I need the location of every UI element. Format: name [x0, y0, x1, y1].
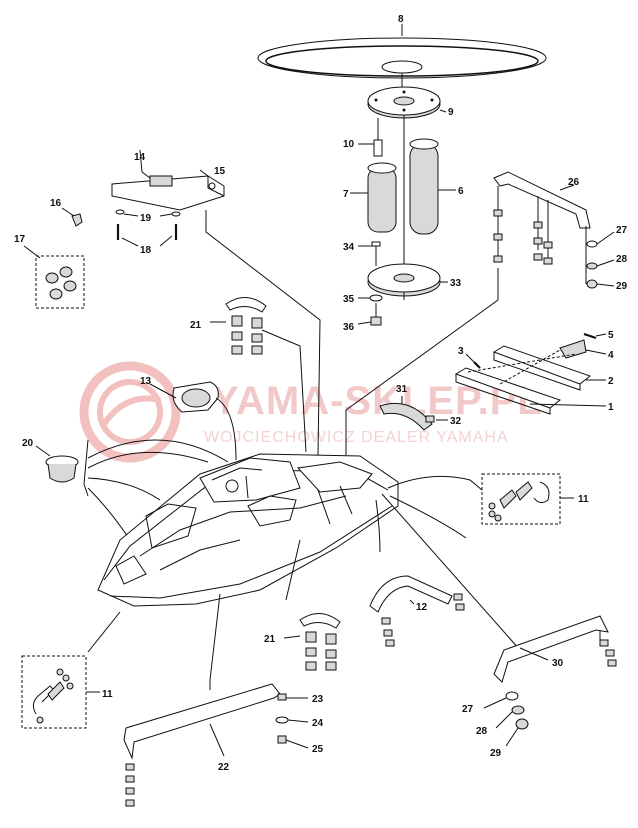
- part-12-grab-handle: [369, 575, 465, 647]
- callout-24: 24: [312, 718, 324, 729]
- callout-20: 20: [22, 438, 34, 449]
- callout-10: 10: [343, 139, 355, 150]
- part-3-screw: [465, 353, 481, 369]
- part-21-cleat-upper: [210, 297, 267, 355]
- callout-28-lower: 28: [476, 726, 488, 737]
- rail-fasteners-23-25: [275, 693, 309, 749]
- callout-21-upper: 21: [190, 320, 202, 331]
- callout-35: 35: [343, 294, 355, 305]
- callout-25: 25: [312, 744, 324, 755]
- part-1-channel: [454, 367, 607, 415]
- callout-11-left: 11: [102, 689, 113, 700]
- part-34-bolt: [358, 241, 381, 266]
- callout-36: 36: [343, 322, 355, 333]
- callout-8: 8: [398, 14, 404, 25]
- lower-rail-hardware: [483, 691, 529, 747]
- callout-labels: 8 9 10 7 6 34 33 35 36 14 15 16 19 18 17…: [14, 14, 628, 773]
- part-32-fastener: [425, 415, 448, 423]
- callout-9: 9: [448, 107, 454, 118]
- callout-13: 13: [140, 376, 152, 387]
- callout-7: 7: [343, 189, 349, 200]
- watermark-subtitle: WOJCIECHOWICZ DEALER YAMAHA: [204, 429, 509, 446]
- part-10-pin: [358, 118, 383, 157]
- part-21-cleat-lower: [283, 613, 341, 671]
- callout-23: 23: [312, 694, 324, 705]
- part-19-washers: [115, 209, 181, 217]
- callout-27: 27: [616, 225, 628, 236]
- part-4-bracket: [559, 339, 607, 359]
- callout-22: 22: [218, 762, 230, 773]
- part-14-bracket: [111, 149, 225, 211]
- boat-hull: [97, 453, 399, 607]
- callout-32: 32: [450, 416, 462, 427]
- part-6-cylinder: [409, 138, 456, 235]
- callout-18: 18: [140, 245, 152, 256]
- callout-5: 5: [608, 330, 614, 341]
- part-33-lower-mount: [367, 263, 448, 300]
- callout-31: 31: [396, 384, 408, 395]
- callout-19: 19: [140, 213, 152, 224]
- part-18-screws: [116, 224, 178, 247]
- part-5-screw: [583, 332, 607, 340]
- part-13-mirror: [149, 381, 237, 461]
- part-36-nut: [357, 303, 382, 326]
- part-17-plug-set: [23, 245, 85, 309]
- callout-30: 30: [552, 658, 564, 669]
- callout-1: 1: [608, 402, 614, 413]
- callout-34: 34: [343, 242, 355, 253]
- part-20-cup-holder: [35, 445, 79, 483]
- callout-29: 29: [616, 281, 628, 292]
- part-22-long-rail: [123, 683, 281, 807]
- callout-27-lower: 27: [462, 704, 474, 715]
- watermark-logo: [79, 361, 181, 463]
- part-2-channel: [492, 345, 606, 391]
- callout-16: 16: [50, 198, 62, 209]
- part-7-cylinder: [350, 162, 397, 233]
- part-9-upper-mount: [367, 86, 447, 119]
- part-30-rail: [493, 615, 617, 683]
- part-11-tow-eye-kit-left: [21, 655, 100, 729]
- callout-21-lower: 21: [264, 634, 276, 645]
- callout-6: 6: [458, 186, 464, 197]
- part-11-tow-eye-kit-right: [481, 473, 574, 525]
- watermark: YAMA-SKLEP.PL WOJCIECHOWICZ DEALER YAMAH…: [79, 361, 543, 463]
- part-8-bimini-canvas: [257, 24, 547, 90]
- callout-28: 28: [616, 254, 628, 265]
- rail-hardware: [493, 209, 615, 289]
- callout-3: 3: [458, 346, 464, 357]
- callout-17: 17: [14, 234, 26, 245]
- callout-26: 26: [568, 177, 580, 188]
- callout-11-right: 11: [578, 494, 589, 505]
- part-31-hook: [379, 396, 433, 431]
- callout-2: 2: [608, 376, 614, 387]
- callout-33: 33: [450, 278, 462, 289]
- callout-12: 12: [416, 602, 428, 613]
- callout-29-lower: 29: [490, 748, 502, 759]
- callout-14: 14: [134, 152, 146, 163]
- watermark-brand: YAMA-SKLEP.PL: [212, 379, 543, 423]
- part-35-washer: [358, 294, 383, 302]
- part-16-clip: [61, 207, 83, 227]
- callout-4: 4: [608, 350, 614, 361]
- callout-15: 15: [214, 166, 226, 177]
